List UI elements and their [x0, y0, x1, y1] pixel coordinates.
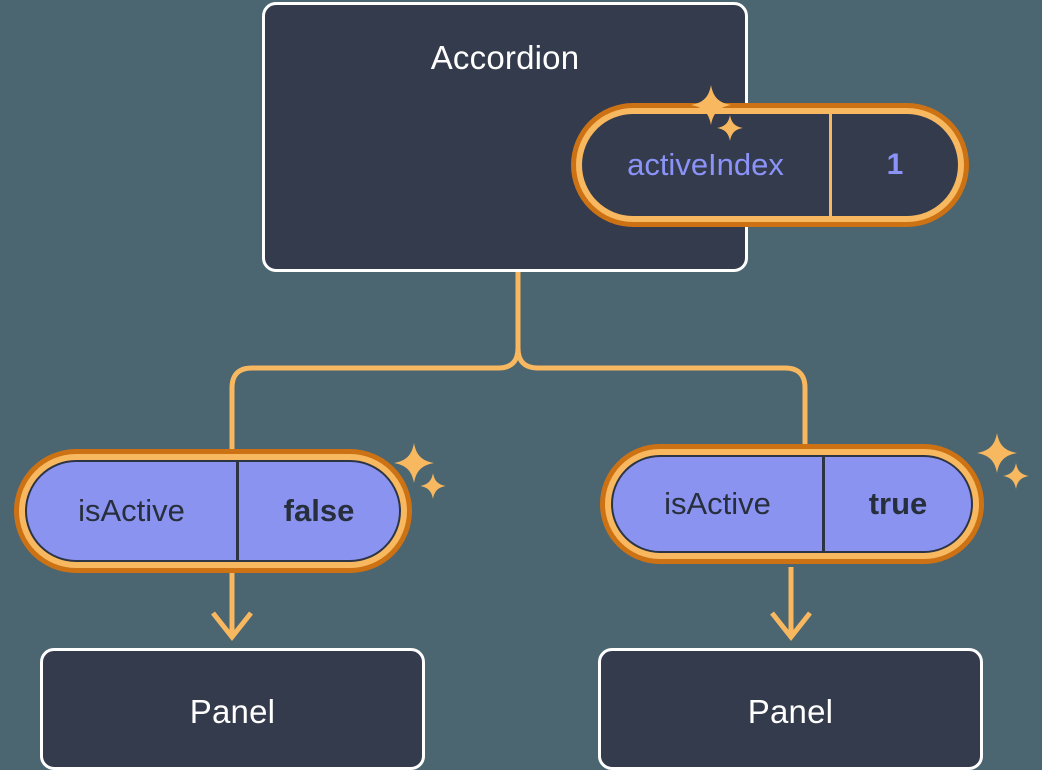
state-pill-is-active-right[interactable]: isActive true	[600, 444, 984, 564]
state-key-is-active-left: isActive	[27, 462, 239, 560]
state-pill-body: isActive false	[25, 460, 401, 562]
state-pill-body: isActive true	[611, 455, 973, 553]
component-title-accordion: Accordion	[430, 39, 580, 76]
sparkle-icon-small	[1003, 463, 1029, 489]
state-pill-body: activeIndex 1	[582, 114, 958, 216]
sparkle-group-right	[976, 432, 1040, 496]
state-pill-ring: activeIndex 1	[576, 108, 964, 222]
state-value-is-active-left: false	[283, 493, 355, 528]
state-value-is-active-right: true	[868, 486, 928, 521]
component-title-panel-left: Panel	[189, 693, 276, 730]
connector-branch-left	[229, 347, 521, 452]
component-card-panel-left[interactable]: Panel	[40, 648, 425, 770]
state-value-active-index: 1	[886, 148, 904, 181]
state-pill-active-index[interactable]: activeIndex 1	[571, 103, 969, 227]
arrow-down-icon-left	[211, 611, 253, 642]
state-pill-ring: isActive false	[19, 454, 407, 568]
sparkle-icon-small	[420, 473, 446, 499]
state-key-is-active-right: isActive	[613, 457, 825, 551]
state-pill-ring: isActive true	[605, 449, 979, 559]
connector-branch-right	[515, 347, 808, 450]
component-title-panel-right: Panel	[747, 693, 834, 730]
sparkle-icon	[977, 433, 1017, 473]
arrow-down-icon-right	[770, 611, 812, 642]
state-key-active-index: activeIndex	[582, 114, 832, 216]
component-card-accordion[interactable]: Accordion activeIndex 1	[262, 2, 969, 272]
state-pill-is-active-left[interactable]: isActive false	[14, 449, 412, 573]
component-card-panel-right[interactable]: Panel	[598, 648, 983, 770]
